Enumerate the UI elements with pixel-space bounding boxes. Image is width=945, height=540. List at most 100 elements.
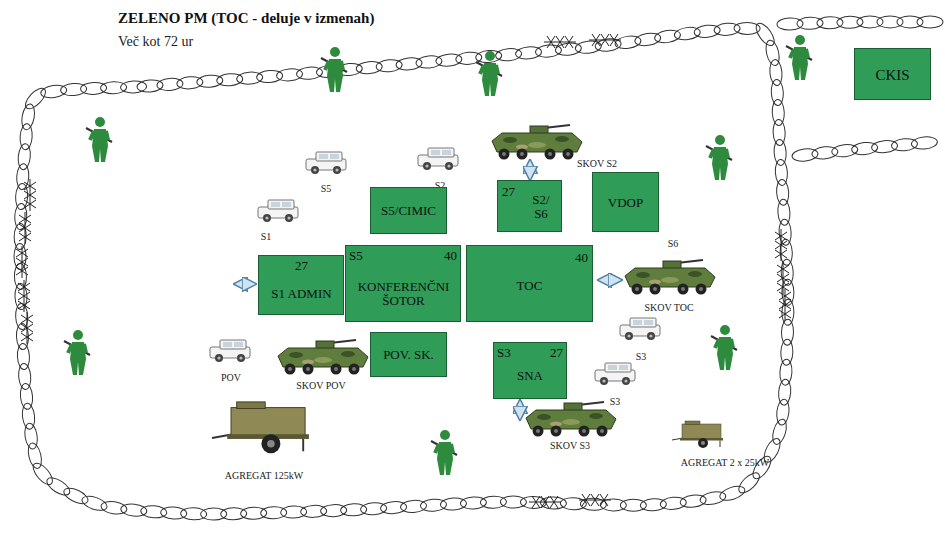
item-label: S1 (261, 231, 272, 242)
tent-name: KONFERENČNI ŠOTOR (350, 280, 457, 309)
wire-coil (772, 99, 785, 126)
tent-name: TOC (470, 279, 589, 293)
capacity-number: 27 (502, 185, 524, 199)
wire-coil (14, 244, 26, 270)
wire-coil (781, 319, 794, 345)
wire-coil (779, 359, 792, 386)
barbed-wire (779, 289, 791, 321)
wire-coil (221, 508, 247, 521)
wire-coil (62, 485, 91, 507)
concertina-wire (14, 16, 943, 520)
wire-coil (280, 506, 306, 519)
wire-coil (19, 123, 33, 150)
duration-note: Več kot 72 ur (118, 34, 193, 50)
wire-coil (560, 497, 586, 510)
wire-coil (773, 119, 786, 146)
double-arrow (236, 283, 254, 286)
apc-icon (278, 340, 368, 375)
item-label: POV (221, 372, 241, 383)
wire-coil (911, 136, 938, 150)
capacity-number: 40 (555, 251, 588, 265)
soldier-icon (86, 117, 112, 162)
barbed-wire (19, 212, 31, 244)
wire-coil (480, 496, 506, 509)
tent-box: CKIS (854, 48, 931, 100)
tent-name: S1 ADMIN (263, 287, 340, 301)
jeep-icon (210, 340, 250, 362)
wire-coil (797, 17, 823, 30)
capacity-number: S5 (349, 249, 371, 263)
tent-name: SNA (497, 369, 563, 383)
wire-coil (620, 499, 646, 511)
jeep-icon (258, 200, 298, 222)
jeep-icon (595, 363, 635, 385)
item-label: S3 (610, 396, 621, 407)
wire-coil (320, 504, 346, 517)
capacity-number: 40 (426, 249, 457, 263)
tent-box: 40TOC (466, 245, 593, 322)
wire-coil (917, 16, 943, 28)
item-label: AGREGAT 2 x 25kW (681, 457, 769, 468)
jeep-icon (306, 152, 346, 174)
soldier-icon (64, 330, 90, 375)
wire-coil (897, 16, 923, 28)
barbed-wire (589, 34, 621, 46)
wire-coil (300, 505, 326, 518)
tent-box: S5 40KONFERENČNI ŠOTOR (345, 245, 461, 322)
tent-box: 27S2/ S6 (497, 180, 562, 232)
tent-box: S327SNA (493, 342, 567, 399)
wire-coil (460, 496, 487, 509)
barbed-wire (529, 496, 561, 508)
wire-coil (260, 506, 286, 519)
wire-coil (837, 16, 863, 29)
barbed-wire (21, 312, 33, 344)
generator-icon (672, 421, 723, 448)
wire-coil (500, 496, 526, 508)
wire-coil (540, 497, 566, 510)
barbed-wire (16, 246, 28, 278)
barbed-wire (18, 280, 30, 312)
title: ZELENO PM (TOC - deluje v izmenah) (118, 10, 374, 27)
wire-coil (782, 279, 795, 305)
tent-box: VDOP (592, 172, 659, 232)
double-arrow (600, 279, 620, 282)
wire-coil (857, 16, 883, 28)
wire-coil (201, 508, 227, 520)
item-label: SKOV POV (296, 380, 346, 391)
jeep-icon (620, 318, 660, 340)
item-label: S5 (321, 183, 332, 194)
tent-name: POV. SK. (374, 348, 443, 362)
item-label: SKOV S2 (577, 158, 617, 169)
apc-icon (526, 402, 616, 437)
double-arrow (519, 402, 522, 418)
soldier-icon (476, 51, 502, 96)
barbed-wire (544, 36, 576, 48)
wire-coil (736, 470, 763, 497)
barbed-wire (775, 229, 787, 261)
wire-coil (771, 79, 784, 106)
wire-coil (17, 343, 30, 370)
generator-icon (212, 402, 309, 453)
jeep-icon (418, 148, 458, 170)
wire-coil (22, 85, 49, 112)
capacity-number: S3 (497, 346, 521, 360)
apc-icon (625, 260, 715, 295)
wire-coil (30, 460, 56, 488)
tent-name: CKIS (858, 67, 927, 84)
wire-coil (780, 239, 793, 266)
soldier-icon (706, 135, 732, 180)
item-label: SKOV TOC (644, 302, 693, 313)
wire-coil (780, 339, 793, 365)
soldier-icon (786, 35, 812, 80)
item-label: S6 (668, 238, 679, 249)
tent-name: S2/ S6 (526, 193, 556, 222)
tent-name: 27 (263, 259, 340, 273)
wire-coil (44, 474, 72, 498)
apc-icon (492, 125, 582, 160)
tent-box: 27 S1 ADMIN (258, 255, 344, 315)
wire-coil (80, 82, 106, 95)
wire-coil (777, 18, 803, 31)
barbed-wire (579, 494, 611, 506)
wire-coil (640, 498, 667, 511)
